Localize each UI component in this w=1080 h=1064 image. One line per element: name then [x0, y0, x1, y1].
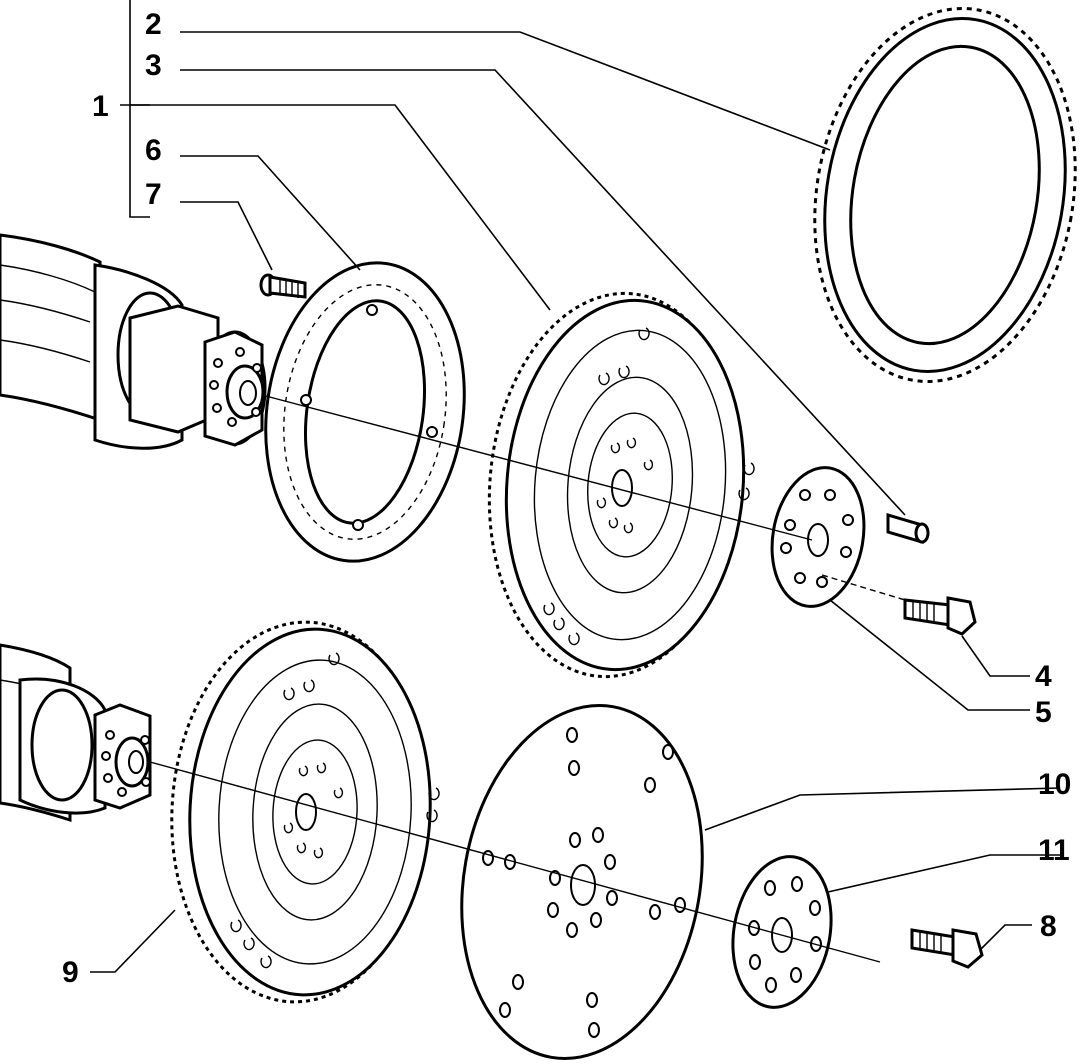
callout-5: 5: [1035, 696, 1052, 729]
assembly-axes: [149, 394, 906, 963]
bolt-8: [910, 928, 984, 969]
plate-11: [731, 855, 833, 1009]
callouts: 1 2 3 4 5 6 7 8 9 10 11: [62, 8, 1071, 989]
flex-plate-10: [460, 704, 704, 1060]
callout-1: 1: [92, 90, 109, 123]
dowel-pin-3: [886, 512, 930, 545]
callout-2: 2: [145, 8, 162, 41]
ring-gear-2: [813, 7, 1077, 383]
callout-7: 7: [145, 178, 162, 211]
lower-crankshaft: [0, 643, 152, 823]
upper-crankshaft: [0, 233, 267, 450]
bolt-4: [903, 596, 977, 636]
leader-lines: [90, 0, 1061, 973]
plate-5: [770, 466, 866, 608]
callout-3: 3: [145, 49, 162, 82]
callout-10: 10: [1038, 768, 1071, 801]
callout-9: 9: [62, 956, 79, 989]
bolt-7: [259, 273, 307, 299]
callout-8: 8: [1040, 910, 1057, 943]
flywheel-1: [487, 291, 755, 679]
callout-11: 11: [1038, 834, 1070, 867]
flywheel-9: [170, 620, 440, 1004]
tone-wheel-6: [264, 261, 466, 563]
callout-4: 4: [1035, 660, 1052, 693]
callout-6: 6: [145, 134, 162, 167]
